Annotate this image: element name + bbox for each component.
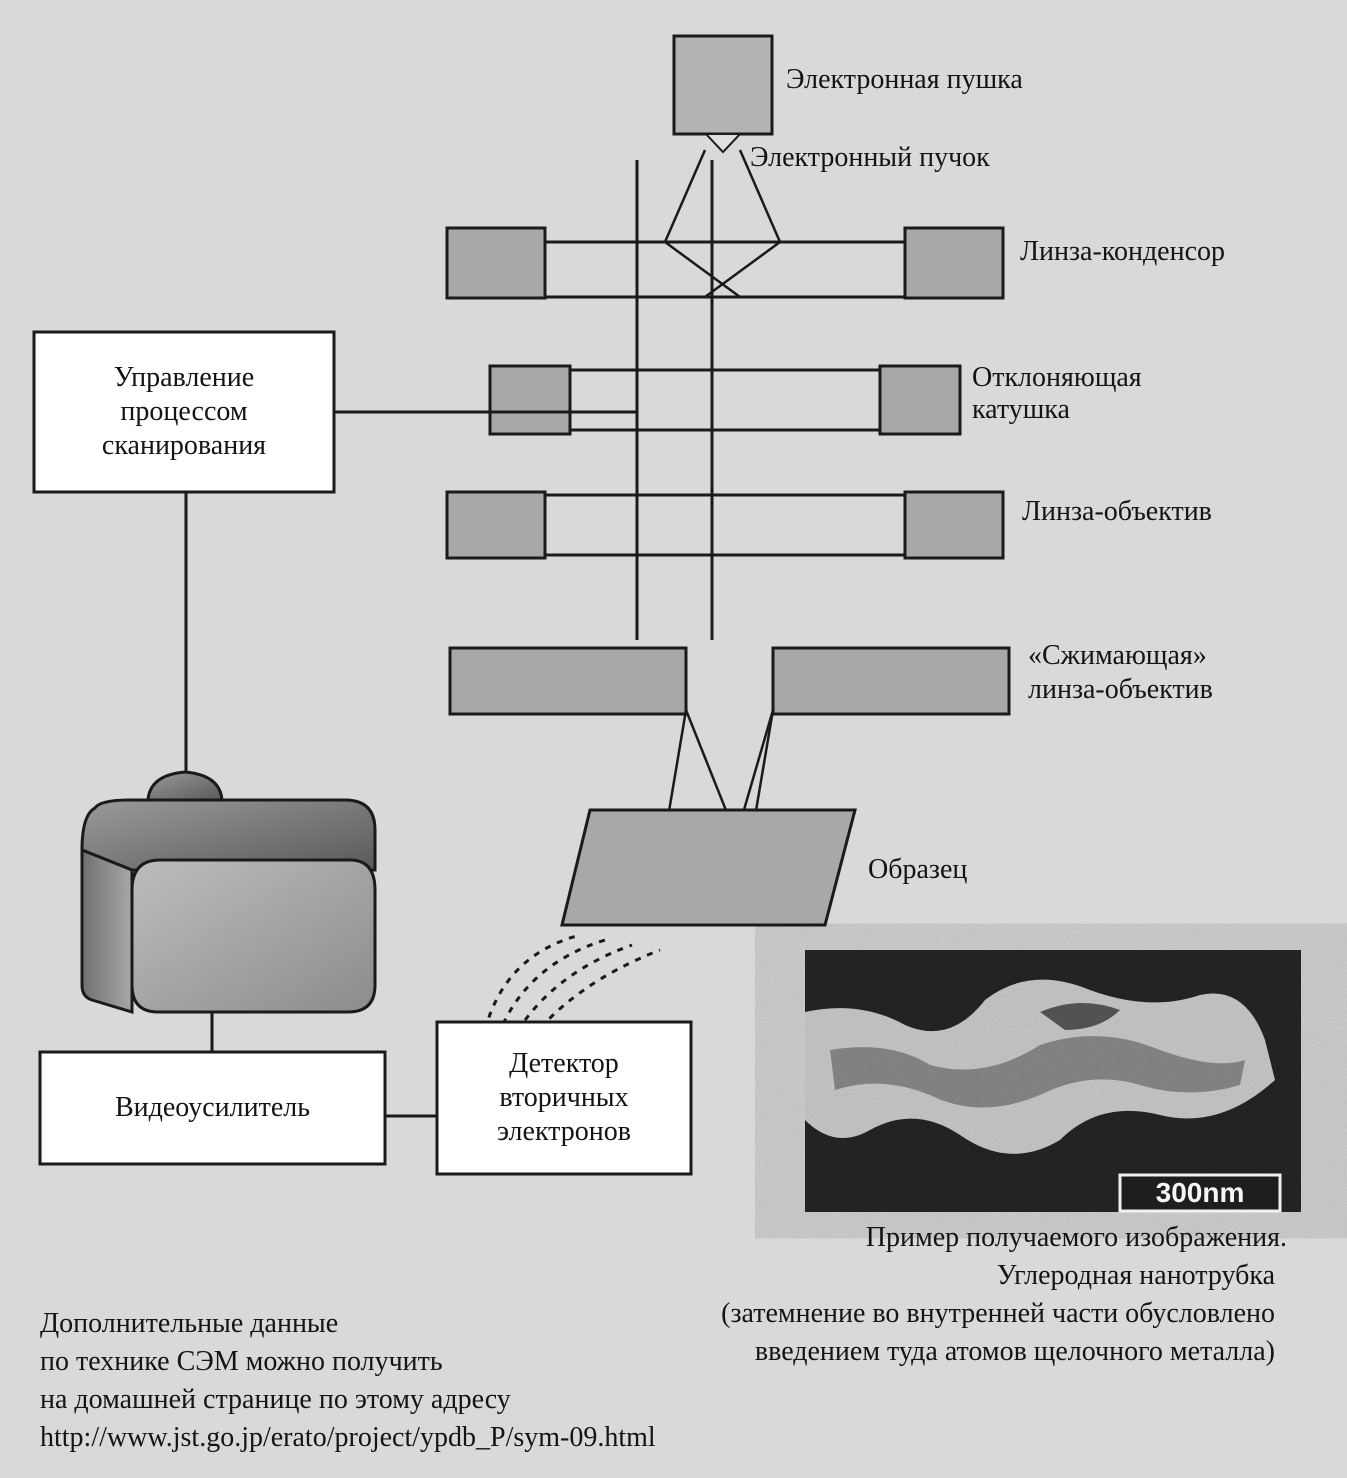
note-url: http://www.jst.go.jp/erato/project/ypdb_… (40, 1422, 656, 1453)
scale-bar-label: 300nm (1156, 1177, 1245, 1208)
gun-tip (703, 133, 743, 154)
note-line1: Дополнительные данные (40, 1308, 339, 1339)
detector-box (435, 1020, 693, 1176)
electron-gun (672, 34, 774, 136)
label-deflection-coil-2: катушка (972, 394, 1070, 425)
objective-lens-left (445, 490, 547, 560)
note-line3: на домашней странице по этому адресу (40, 1384, 511, 1415)
detector-text: Детектор вторичных электронов (437, 1022, 691, 1174)
caption-line1: Пример получаемого изображения. (865, 1222, 1287, 1253)
label-electron-beam: Электронный пучок (750, 142, 990, 173)
video-amplifier-text: Видеоусилитель (40, 1052, 385, 1164)
label-compress-lens-2: линза-объектив (1028, 674, 1213, 705)
compress-lens-left (448, 646, 688, 716)
scan-control-box (32, 330, 336, 494)
deflection-coil-right (878, 364, 962, 436)
scan-control-line3: сканирования (101, 430, 267, 461)
detector-line2: вторичных (499, 1082, 629, 1113)
note-line2: по технике СЭМ можно получить (40, 1346, 443, 1377)
objective-lens-right (903, 490, 1005, 560)
scan-control-text: Управление процессом сканирования (34, 332, 334, 492)
label-sample: Образец (868, 854, 968, 885)
label-deflection-coil-1: Отклоняющая (972, 362, 1142, 393)
scale-bar-frame (1118, 1173, 1282, 1213)
detector-line1: Детектор (509, 1048, 619, 1079)
video-amplifier-label: Видеоусилитель (114, 1092, 311, 1123)
sample-plate (560, 808, 857, 927)
label-compress-lens-1: «Сжимающая» (1028, 640, 1207, 671)
label-condenser-lens: Линза-конденсор (1020, 236, 1226, 267)
monitor-icon (80, 770, 377, 1015)
detector-line3: электронов (497, 1116, 631, 1147)
connections (184, 410, 637, 1118)
condenser-lens-right (903, 226, 1005, 300)
label-objective-lens: Линза-объектив (1022, 496, 1212, 527)
compress-lens-right (771, 646, 1011, 716)
scan-control-line1: Управление (113, 362, 255, 393)
caption-line2: Углеродная нанотрубка (996, 1260, 1275, 1291)
label-electron-gun: Электронная пушка (786, 64, 1023, 95)
condenser-lens-left (445, 226, 547, 300)
deflection-coil-left (488, 364, 572, 436)
electron-beam (658, 149, 782, 866)
micrograph-image: 300nm (805, 950, 1301, 1213)
video-amplifier-box (38, 1050, 387, 1166)
scan-control-line2: процессом (120, 396, 248, 427)
caption-line3: (затемнение во внутренней части обусловл… (721, 1298, 1275, 1329)
caption-line4: введением туда атомов щелочного металла) (754, 1336, 1275, 1367)
